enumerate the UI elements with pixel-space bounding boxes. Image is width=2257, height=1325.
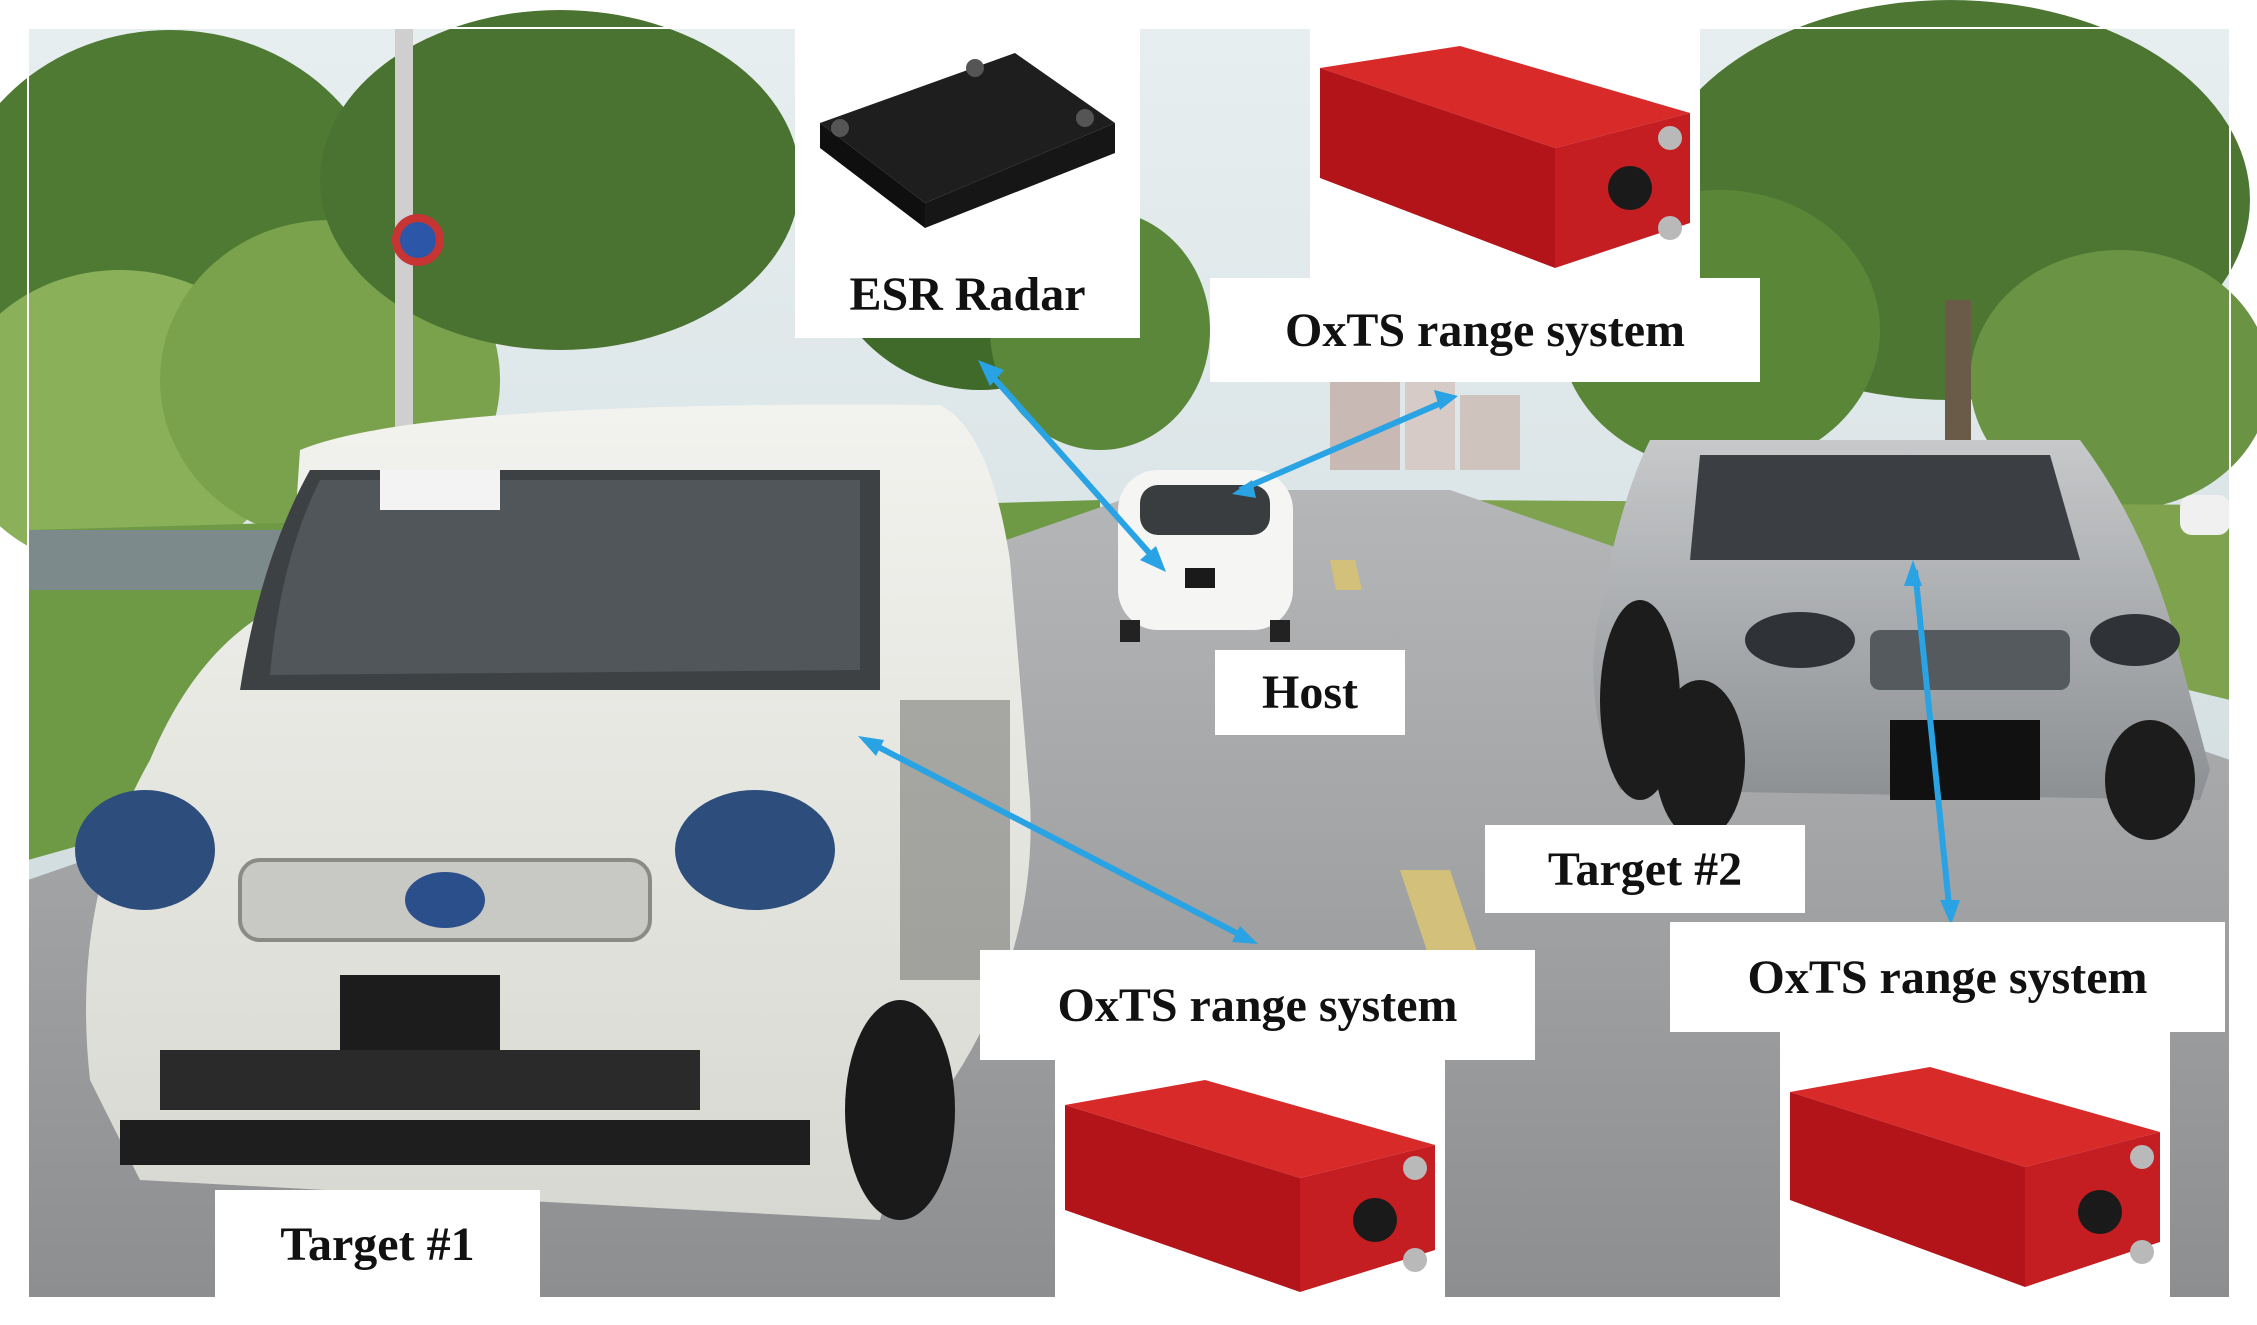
host-label: Host bbox=[1215, 650, 1405, 735]
oxts-bottom-right-photo bbox=[1780, 1032, 2170, 1298]
target2-silver-suv bbox=[1593, 440, 2210, 840]
target2-label: Target #2 bbox=[1485, 825, 1805, 913]
host-car bbox=[1118, 470, 1293, 642]
esr-radar-label: ESR Radar bbox=[795, 250, 1140, 338]
target1-white-minivan bbox=[75, 404, 1031, 1221]
oxts-right-label: OxTS range system bbox=[1670, 922, 2225, 1032]
oxts-top-label: OxTS range system bbox=[1210, 278, 1760, 382]
oxts-top-photo bbox=[1310, 28, 1700, 278]
arrows bbox=[858, 360, 1960, 944]
oxts-bottom-left-photo bbox=[1055, 1060, 1445, 1298]
esr-radar-photo bbox=[795, 28, 1140, 268]
target1-label: Target #1 bbox=[215, 1190, 540, 1298]
oxts-middle-label: OxTS range system bbox=[980, 950, 1535, 1060]
